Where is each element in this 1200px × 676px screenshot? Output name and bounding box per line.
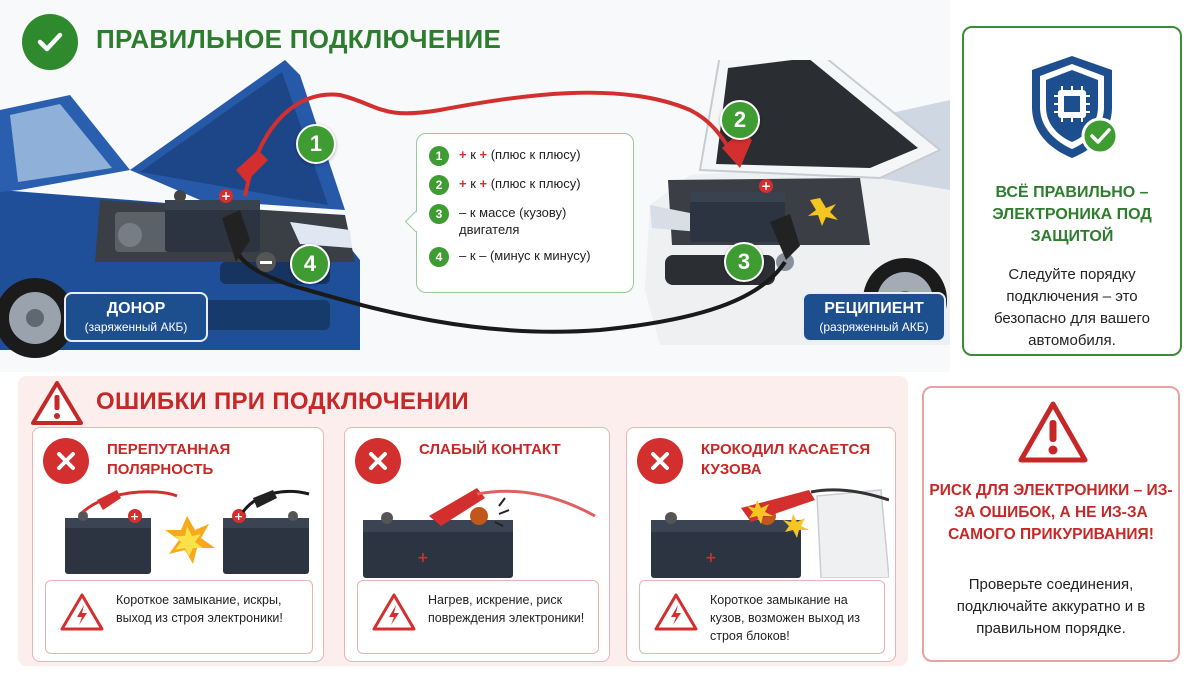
recipient-label-title: РЕЦИПИЕНТ [824,300,924,317]
error-note-text: Короткое замыкание на кузов, возможен вы… [710,593,861,643]
correct-section-title: ПРАВИЛЬНОЕ ПОДКЛЮЧЕНИЕ [96,24,502,54]
step-item: 1 + к + (плюс к плюсу) [429,146,621,166]
step-badge-4: 4 [290,244,330,284]
error-title: КРОКОДИЛ КАСАЕТСЯ КУЗОВА [701,441,871,478]
donor-label: ДОНОР (заряженный АКБ) [64,292,208,342]
error-note: Короткое замыкание, искры, выход из стро… [45,580,313,654]
lightning-icon [372,593,416,631]
step-item: 4 – к – (минус к минусу) [429,247,621,267]
cross-icon [637,438,683,484]
step-text: – к – (минус к минусу) [459,248,591,263]
step-text: + к + (плюс к плюсу) [459,176,581,191]
risk-title: РИСК ДЛЯ ЭЛЕКТРОНИКИ – ИЗ-ЗА ОШИБОК, А Н… [929,482,1173,543]
recipient-label: РЕЦИПИЕНТ (разряженный АКБ) [802,292,946,342]
error-title: СЛАБЫЙ КОНТАКТ [419,441,561,458]
step-badge-3: 3 [724,242,764,282]
shield-chip-icon [1022,52,1122,162]
safe-text: Следуйте порядку подключения – это безоп… [993,266,1151,349]
donor-label-sub: (заряженный АКБ) [84,320,188,334]
step-number: 3 [429,204,449,224]
svg-text:+: + [705,550,717,566]
lightning-icon [654,593,698,631]
step-number: 2 [429,175,449,195]
risk-text: Проверьте соединения, подключайте аккура… [956,576,1146,637]
error-note: Нагрев, искрение, риск повреждения элект… [357,580,599,654]
steps-callout: 1 + к + (плюс к плюсу) 2 + к + (плюс к п… [416,133,634,293]
lightning-icon [60,593,104,631]
step-text: – к массе (кузову) двигателя [459,205,567,237]
error-note: Короткое замыкание на кузов, возможен вы… [639,580,885,654]
polarity-illustration: + + [65,490,310,574]
step-item: 2 + к + (плюс к плюсу) [429,175,621,195]
step-number: 4 [429,247,449,267]
svg-text:+: + [130,510,139,523]
error-card-body-contact: КРОКОДИЛ КАСАЕТСЯ КУЗОВА + Короткое замы… [626,427,896,662]
check-icon [22,14,78,70]
donor-label-title: ДОНОР [106,300,166,317]
body-contact-illustration: + [651,488,889,578]
spark-icon [165,516,215,564]
warning-triangle-icon [30,380,84,431]
warning-triangle-icon [1018,401,1088,463]
svg-text:+: + [761,179,771,193]
error-note-text: Нагрев, искрение, риск повреждения элект… [428,593,585,625]
svg-text:+: + [234,510,243,523]
svg-text:+: + [221,189,231,203]
recipient-label-sub: (разряженный АКБ) [819,320,929,334]
step-item: 3 – к массе (кузову) двигателя [429,204,621,238]
error-card-polarity: ПЕРЕПУТАННАЯ ПОЛЯРНОСТЬ + + [32,427,324,662]
svg-text:+: + [417,550,429,566]
safe-title: ВСЁ ПРАВИЛЬНО – ЭЛЕКТРОНИКА ПОД ЗАЩИТОЙ [992,184,1152,245]
recipient-car: + [645,60,950,345]
weak-contact-illustration: + [363,488,596,578]
cross-icon [355,438,401,484]
error-note-text: Короткое замыкание, искры, выход из стро… [116,593,283,625]
cross-icon [43,438,89,484]
step-number: 1 [429,146,449,166]
error-card-weak-contact: СЛАБЫЙ КОНТАКТ + Нагрев, искрение, риск … [344,427,610,662]
red-cable [243,90,742,197]
safe-panel: ВСЁ ПРАВИЛЬНО – ЭЛЕКТРОНИКА ПОД ЗАЩИТОЙ … [962,26,1182,356]
step-badge-1: 1 [296,124,336,164]
risk-panel: РИСК ДЛЯ ЭЛЕКТРОНИКИ – ИЗ-ЗА ОШИБОК, А Н… [922,386,1180,662]
step-text: + к + (плюс к плюсу) [459,147,581,162]
errors-section-title: ОШИБКИ ПРИ ПОДКЛЮЧЕНИИ [96,388,469,415]
error-title: ПЕРЕПУТАННАЯ ПОЛЯРНОСТЬ [107,441,231,478]
step-badge-2: 2 [720,100,760,140]
black-cable [228,219,787,334]
